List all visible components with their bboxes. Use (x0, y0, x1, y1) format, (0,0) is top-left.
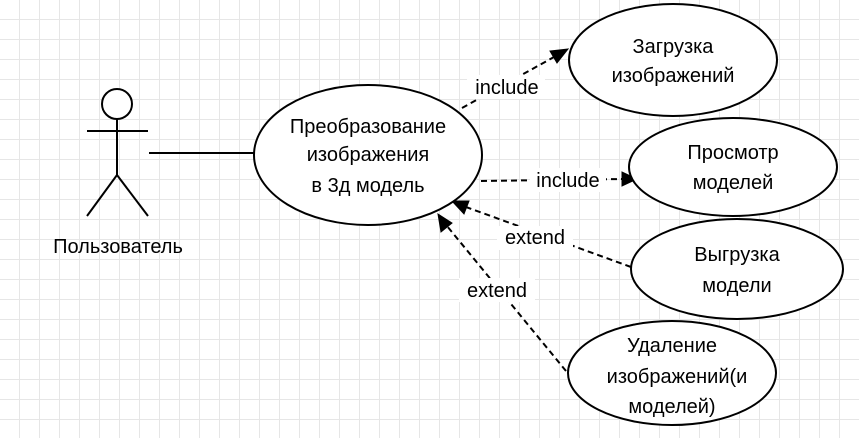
extend-export-label-bg (497, 226, 573, 250)
include-upload-arrowhead (549, 48, 570, 64)
extend-export-arrowhead (450, 200, 470, 215)
use-case-upload: Загрузка изображений (568, 3, 778, 117)
use-case-main-line-2: изображения (307, 144, 430, 166)
use-case-view-line-2: моделей (693, 172, 774, 194)
use-case-upload-line-1: Загрузка (633, 36, 715, 58)
use-case-main-line-3: в 3д модель (311, 175, 424, 197)
extend-delete-label-bg (459, 278, 535, 302)
use-case-delete-ellipse (567, 320, 777, 426)
extend-export-label: extend (505, 227, 565, 249)
actor-head (101, 88, 133, 120)
use-case-view-ellipse (628, 117, 838, 217)
use-case-delete-line-2: изображений(и (607, 366, 748, 388)
include-upload-label: include (475, 77, 538, 99)
include-upload-label-bg (467, 75, 545, 99)
include-view-label: include (536, 170, 599, 192)
use-case-upload-ellipse (568, 3, 778, 117)
actor-right-leg (116, 174, 149, 217)
use-case-delete-line-3: моделей) (628, 396, 715, 418)
use-case-main-line-1: Преобразование (290, 116, 446, 138)
actor-left-leg (86, 174, 118, 217)
extend-delete-arrowhead (437, 212, 453, 233)
include-view-label-bg (530, 168, 606, 192)
use-case-export-line-2: модели (702, 275, 771, 297)
use-case-export-ellipse (630, 218, 844, 320)
use-case-export: Выгрузка модели (630, 218, 844, 320)
extend-delete-label: extend (467, 280, 527, 302)
use-case-upload-line-2: изображений (612, 65, 735, 87)
use-case-view-line-1: Просмотр (687, 142, 778, 164)
use-case-view: Просмотр моделей (628, 117, 838, 217)
actor-figure (86, 88, 149, 217)
use-case-export-line-1: Выгрузка (694, 244, 780, 266)
use-case-delete-line-1: Удаление (627, 335, 717, 357)
use-case-main: Преобразование изображения в 3д модель (253, 84, 483, 226)
use-case-delete: Удаление изображений(и моделей) (567, 320, 777, 426)
actor-label: Пользователь (53, 236, 183, 258)
use-case-main-ellipse (253, 84, 483, 226)
